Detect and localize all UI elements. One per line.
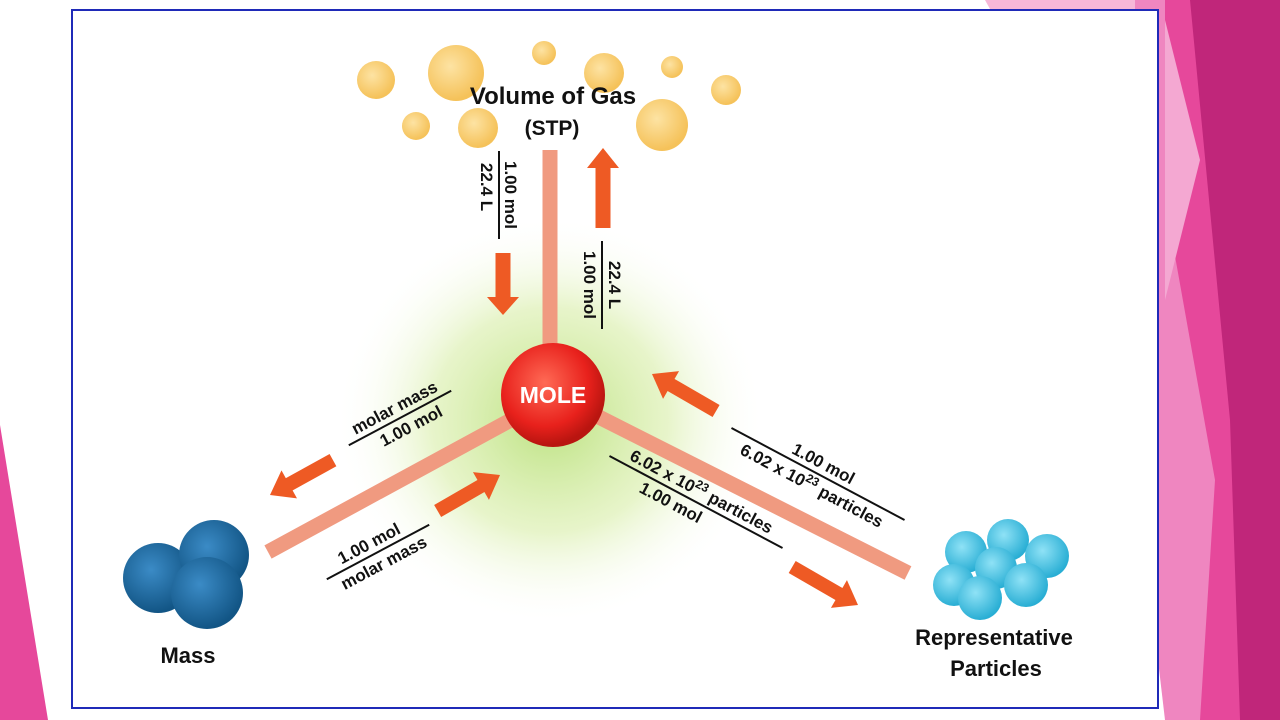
decor-right-pale-pink: [1165, 20, 1200, 300]
gas-subtitle: (STP): [525, 117, 580, 140]
decor-top-light-pink: [985, 0, 1135, 9]
mole-label: MOLE: [520, 382, 586, 408]
arrow-particles-to-mole: [652, 371, 720, 418]
factor-mole-to-gas: 22.4 L 1.00 mol: [580, 241, 624, 329]
arrow-to-mass: [270, 453, 337, 499]
arrow-down-to-mole: [487, 253, 519, 315]
mass-label: Mass: [160, 643, 215, 668]
fraction-bar: [609, 455, 783, 549]
fraction-bar: [326, 523, 430, 581]
arrow-up-to-gas: [587, 148, 619, 228]
arrow-mole-to-particles: [788, 560, 858, 608]
mole-circle: [501, 343, 605, 447]
gas-molecules-icon: [357, 41, 741, 151]
fraction-bar: [731, 427, 905, 521]
factor-den: 22.4 L: [477, 163, 496, 211]
connector-particles: [581, 403, 912, 580]
factor-den: 1.00 mol: [580, 251, 599, 319]
fraction-bar: [348, 389, 452, 447]
particles-label-line1: Representative: [915, 625, 1073, 650]
decor-left-pink-shape: [0, 425, 48, 720]
mass-spheres-icon: [123, 520, 249, 629]
factor-num: 1.00 mol: [501, 161, 520, 229]
particle-cluster-icon: [933, 519, 1069, 620]
factor-num: 22.4 L: [605, 261, 624, 309]
factor-gas-to-mole: 1.00 mol 22.4 L: [477, 151, 520, 239]
connector-mass: [264, 408, 524, 559]
decor-right-magenta: [1190, 0, 1280, 720]
gas-title: Volume of Gas: [470, 83, 636, 110]
particles-label-line2: Particles: [950, 656, 1042, 681]
arrow-from-mass-to-mole: [434, 472, 500, 518]
